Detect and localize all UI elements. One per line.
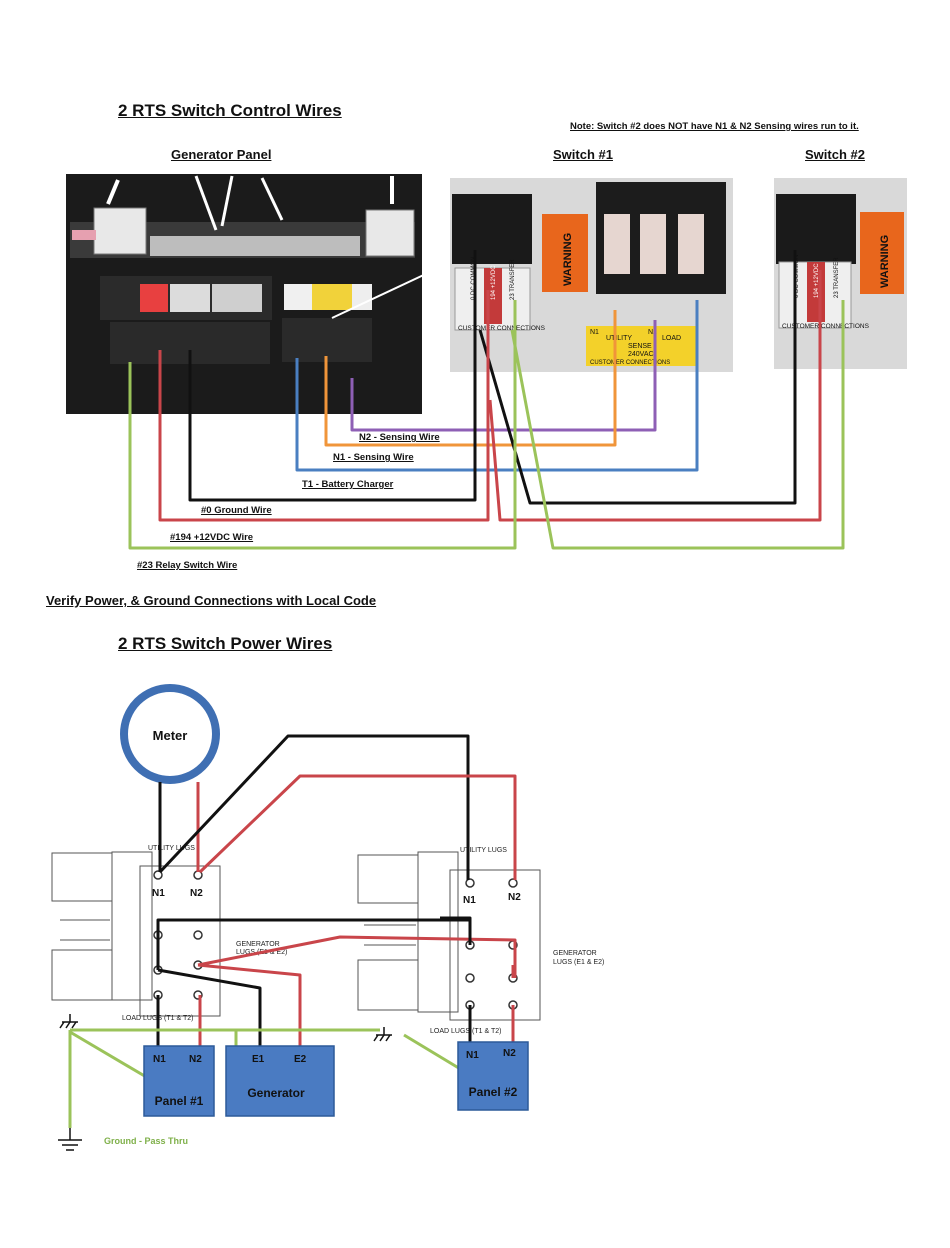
gen-lugs-label-2a: GENERATOR <box>553 950 597 957</box>
sense-customer-connections: CUSTOMER CONNECTIONS <box>590 360 670 366</box>
ground-chassis-sw1 <box>59 1014 78 1029</box>
sw1-n1-label: N1 <box>152 888 165 899</box>
wire-sw1-sw2-n2-red <box>198 774 517 880</box>
wire-green-relay-sw2 <box>510 300 845 550</box>
panel1-n2: N2 <box>189 1054 202 1065</box>
wire-black-ground-sw2 <box>478 250 797 505</box>
control-wires-title: 2 RTS Switch Control Wires <box>118 101 342 120</box>
switch2-label: Switch #2 <box>805 147 865 162</box>
panel2-label: Panel #2 <box>469 1085 518 1099</box>
wire-sw2-gen-black-loop <box>440 916 472 945</box>
wire-orange-n2-sensing <box>324 310 617 447</box>
generator-e1: E1 <box>252 1054 265 1065</box>
gen-lugs-label-1a: GENERATOR <box>236 941 280 948</box>
wire-red-12v-sw1 <box>158 290 490 522</box>
gen-lugs-label-2b: LUGS (E1 & E2) <box>553 959 604 966</box>
label-relay-switch-wire: #23 Relay Switch Wire <box>137 560 238 571</box>
panel2-n2: N2 <box>503 1048 516 1059</box>
switch2-term-12v: 194 +12VDC <box>814 263 820 298</box>
sense-n1: N1 <box>590 329 599 336</box>
wire-red-12v-sw2 <box>488 270 822 522</box>
generator-panel-photo <box>66 174 431 414</box>
sw2-n2-label: N2 <box>508 892 521 903</box>
generator-panel-label: Generator Panel <box>171 147 272 162</box>
gen-lugs-label-1b: LUGS (E1 & E2) <box>236 949 287 956</box>
switch1-label: Switch #1 <box>553 147 613 162</box>
load-lugs-label-2: LOAD LUGS (T1 & T2) <box>430 1028 501 1035</box>
panel2-n1: N1 <box>466 1050 479 1061</box>
transfer-switch-2 <box>357 851 541 1021</box>
wire-green-relay-sw1 <box>128 300 517 550</box>
switch1-photo: WARNING CUSTOMER CONNECTIONS 0 DC COMMON… <box>450 178 733 372</box>
switch1-warning: WARNING <box>562 233 574 286</box>
ground-chassis-sw2 <box>373 1027 392 1042</box>
switch2-warning: WARNING <box>879 235 891 288</box>
wire-gen-feed-black <box>157 968 262 1050</box>
control-wires-diagram: WARNING CUSTOMER CONNECTIONS 0 DC COMMON… <box>66 174 907 550</box>
wire-purple-n2-sensing <box>350 320 657 432</box>
transfer-switch-1 <box>51 851 221 1017</box>
verify-text: Verify Power, & Ground Connections with … <box>46 593 377 608</box>
label-n2-sensing: N2 - Sensing Wire <box>359 432 440 443</box>
power-wires-title: 2 RTS Switch Power Wires <box>118 634 333 653</box>
switch2-note: Note: Switch #2 does NOT have N1 & N2 Se… <box>570 121 859 132</box>
ground-pass-thru-label: Ground - Pass Thru <box>104 1136 188 1146</box>
label-12vdc-wire: #194 +12VDC Wire <box>170 532 254 543</box>
wire-gen-e2-red <box>197 935 517 978</box>
switch2-customer-connections: CUSTOMER CONNECTIONS <box>782 323 870 330</box>
switch1-term-12v: 194 +12VDC <box>491 265 497 300</box>
switch2-term-common: 0 DC COMMON <box>794 255 800 298</box>
sw1-n2-label: N2 <box>190 888 203 899</box>
sense-load: LOAD <box>662 335 681 342</box>
label-n1-sensing: N1 - Sensing Wire <box>333 452 414 463</box>
label-battery-charger: T1 - Battery Charger <box>302 479 394 490</box>
wire-gen-e1-black <box>156 918 472 970</box>
wire-black-ground-sw1 <box>188 250 477 502</box>
sense-utility: UTILITY <box>606 335 632 342</box>
generator-e2: E2 <box>294 1054 307 1065</box>
wire-ground-panel2 <box>403 1033 463 1072</box>
sense-label: SENSE <box>628 343 652 350</box>
switch1-term-transfer: 23 TRANSFER <box>510 259 516 300</box>
switch1-customer-connections: CUSTOMER CONNECTIONS <box>458 325 546 332</box>
sense-n2: N2 <box>648 329 657 336</box>
utility-lugs-label-1: UTILITY LUGS <box>148 845 195 852</box>
load-lugs-label-1: LOAD LUGS (T1 & T2) <box>122 1015 193 1022</box>
utility-lugs-label-2: UTILITY LUGS <box>460 847 507 854</box>
sense-volts: 240VAC <box>628 351 654 358</box>
switch2-term-transfer: 23 TRANSFER <box>834 257 840 298</box>
meter-label: Meter <box>153 728 188 743</box>
panel1-n1: N1 <box>153 1054 166 1065</box>
wire-sw1-sw2-n1-black <box>158 734 470 880</box>
panel1-label: Panel #1 <box>155 1094 204 1108</box>
ground-symbol-main <box>58 1128 82 1151</box>
generator-label: Generator <box>247 1086 305 1100</box>
panel1-box: N1 N2 Panel #1 <box>143 1045 215 1117</box>
wire-gen-feed-red <box>197 963 302 1050</box>
wire-ground-panel1 <box>69 1030 149 1080</box>
label-ground-wire: #0 Ground Wire <box>201 505 272 516</box>
panel2-box: N1 N2 Panel #2 <box>457 1041 529 1111</box>
generator-box: E1 E2 Generator <box>225 1045 335 1117</box>
meter-ring <box>120 684 220 784</box>
sw2-n1-label: N1 <box>463 895 476 906</box>
